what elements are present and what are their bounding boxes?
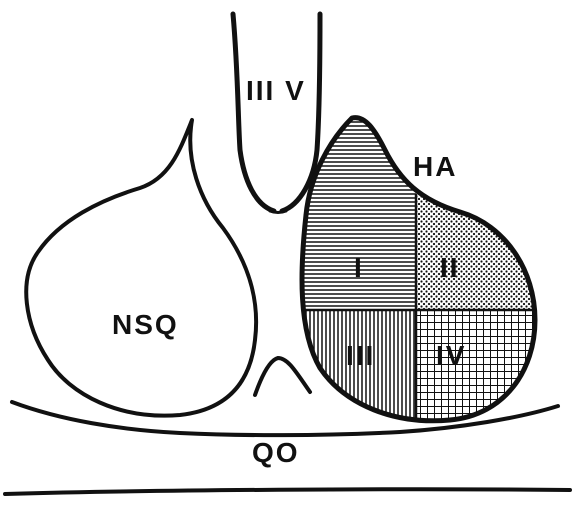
chiasm-label: QO [252, 437, 300, 468]
midline-notch [255, 358, 310, 395]
quadrant-4-label: IV [436, 340, 466, 371]
third-ventricle-floor [270, 211, 286, 213]
third-ventricle [233, 14, 320, 213]
quadrant-3-label: III [346, 340, 375, 371]
third-ventricle-left-wall [233, 14, 274, 211]
third-ventricle-label: III V [246, 75, 306, 106]
quadrant-2-label: II [440, 252, 460, 283]
left-nucleus-label: NSQ [112, 309, 179, 340]
quadrant-3-area [290, 310, 416, 440]
bottom-border [5, 489, 570, 494]
left-nucleus-outline [26, 120, 256, 416]
quadrant-1-label: I [354, 252, 364, 283]
right-region-label: HA [413, 151, 457, 182]
